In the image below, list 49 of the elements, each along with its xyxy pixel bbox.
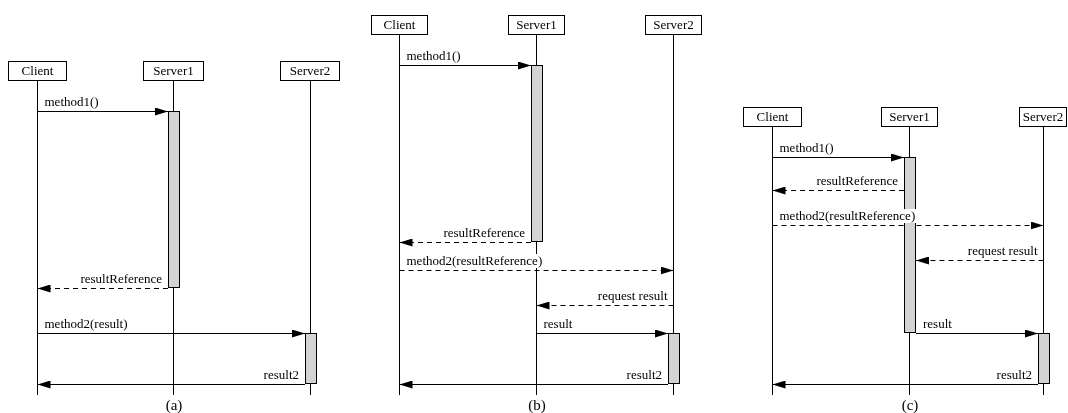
message-arrow (399, 238, 532, 247)
message-arrow (399, 61, 532, 70)
participant-box: Client (371, 15, 428, 35)
edge-label: method2(resultReference) (778, 209, 917, 223)
edge-label: resultReference (815, 174, 899, 188)
participant-box: Server2 (1019, 107, 1067, 127)
participant-box: Server1 (143, 61, 204, 81)
message-arrow (915, 329, 1039, 338)
activation-bar (168, 111, 180, 288)
message-arrow (915, 256, 1044, 265)
activation-bar (1038, 333, 1050, 384)
message-arrow (399, 266, 674, 275)
message-arrow (772, 380, 1039, 389)
panel-caption: (c) (901, 397, 919, 413)
edge-label: request result (966, 244, 1039, 258)
participant-box: Server1 (508, 15, 565, 35)
activation-bar (531, 65, 543, 242)
participant-box: Client (743, 107, 802, 127)
participant-box: Client (8, 61, 67, 81)
edge-label: result2 (625, 368, 663, 382)
edge-label: resultReference (79, 272, 163, 286)
edge-label: method1() (405, 49, 462, 63)
activation-bar (668, 333, 680, 384)
panel-caption: (b) (528, 397, 546, 413)
message-arrow (399, 380, 669, 389)
message-arrow (772, 186, 905, 195)
activation-bar (305, 333, 317, 384)
message-arrow (37, 107, 169, 116)
message-arrow (37, 380, 306, 389)
edge-label: result (922, 317, 953, 331)
edge-label: result2 (995, 368, 1033, 382)
message-arrow (772, 153, 905, 162)
participant-box: Server1 (881, 107, 938, 127)
edge-label: method1() (43, 95, 100, 109)
edge-label: resultReference (442, 226, 526, 240)
edge-label: result (542, 317, 574, 331)
panel-caption: (a) (165, 397, 183, 413)
edge-label: method2(resultReference) (405, 254, 544, 268)
participant-box: Server2 (280, 61, 340, 81)
edge-label: result2 (262, 368, 300, 382)
message-arrow (37, 329, 306, 338)
edge-label: method2(result) (43, 317, 129, 331)
edge-label: request result (596, 289, 669, 303)
message-arrow (536, 301, 674, 310)
message-arrow (37, 284, 169, 293)
edge-label: method1() (778, 141, 835, 155)
message-arrow (772, 221, 1044, 230)
participant-box: Server2 (645, 15, 702, 35)
message-arrow (536, 329, 669, 338)
